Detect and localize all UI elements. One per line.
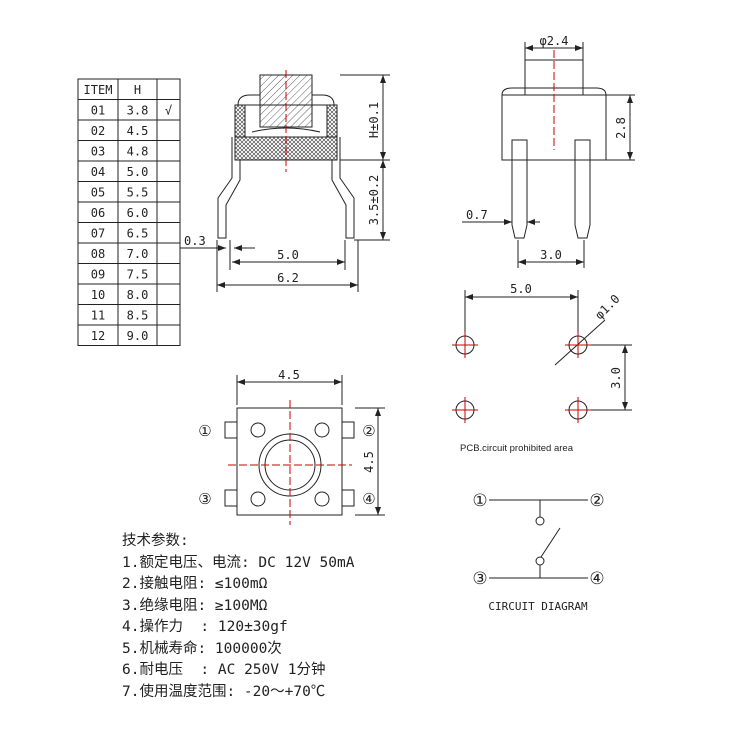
table-cell-border bbox=[156, 119, 181, 141]
table-cell: 11 bbox=[91, 309, 105, 323]
circuit-pin-2: ② bbox=[589, 491, 604, 511]
dim-bottom-height: 4.5 bbox=[362, 451, 376, 473]
dim-pitch: 5.0 bbox=[277, 248, 299, 262]
table-cell: 3.8 bbox=[127, 104, 149, 118]
table-cell: 12 bbox=[91, 329, 105, 343]
table-cell: 09 bbox=[91, 268, 105, 282]
table-row: 01 3.8 √ bbox=[77, 99, 181, 121]
dim-lead-thickness: 0.3 bbox=[184, 234, 206, 248]
dim-width: 6.2 bbox=[277, 271, 299, 285]
table-cell: √ bbox=[165, 104, 172, 118]
table-cell: 7.5 bbox=[127, 268, 149, 282]
table-cell: 04 bbox=[91, 165, 105, 179]
table-cell: 8.0 bbox=[127, 288, 149, 302]
pcb-note: PCB.circuit prohibited area bbox=[460, 443, 573, 454]
table-cell-border bbox=[156, 201, 181, 223]
circuit-pin-1: ① bbox=[472, 491, 487, 511]
table-cell-border bbox=[156, 283, 181, 305]
spec-life: 5.机械寿命: 100000次 bbox=[122, 640, 282, 657]
specs-title: 技术参数: bbox=[122, 533, 189, 549]
circuit-pin-4: ④ bbox=[589, 569, 604, 589]
table-cell-border bbox=[156, 181, 181, 203]
spec-insulation-resistance: 3.绝缘电阻: ≥100MΩ bbox=[122, 597, 268, 614]
bottom-view bbox=[224, 375, 385, 525]
table-cell-border bbox=[156, 160, 181, 182]
table-cell-border bbox=[156, 222, 181, 244]
table-cell-border bbox=[156, 263, 181, 285]
table-cell: 4.8 bbox=[127, 145, 149, 159]
dim-hole: φ1.0 bbox=[592, 292, 622, 322]
dim-pcb-x: 5.0 bbox=[510, 282, 532, 296]
table-cell-border bbox=[156, 78, 181, 100]
pin-2-label: ② bbox=[362, 422, 375, 440]
table-cell: 06 bbox=[91, 206, 105, 220]
dim-lead-length: 3.5±0.2 bbox=[367, 175, 381, 226]
table-cell-border bbox=[156, 140, 181, 162]
table-cell: 10 bbox=[91, 288, 105, 302]
dim-lead-width: 0.7 bbox=[466, 208, 488, 222]
spec-withstand-voltage: 6.耐电压 : AC 250V 1分钟 bbox=[122, 662, 326, 678]
circuit-label: CIRCUIT DIAGRAM bbox=[488, 600, 588, 613]
table-cell: 08 bbox=[91, 247, 105, 261]
technical-specs: 技术参数: 1.额定电压、电流: DC 12V 50mA 2.接触电阻: ≤10… bbox=[122, 531, 354, 703]
table-cell: 5.0 bbox=[127, 165, 149, 179]
table-cell: 8.5 bbox=[127, 309, 149, 323]
table-cell: 9.0 bbox=[127, 329, 149, 343]
pin-1-label: ① bbox=[198, 422, 211, 440]
table-header-cell: H bbox=[134, 83, 141, 97]
dim-body-height: 2.8 bbox=[614, 117, 628, 139]
table-cell-border bbox=[156, 324, 181, 346]
pin-3-label: ③ bbox=[198, 490, 211, 508]
table-cell: 4.5 bbox=[127, 124, 149, 138]
table-cell: 7.0 bbox=[127, 247, 149, 261]
dim-pcb-y: 3.0 bbox=[609, 367, 623, 389]
dim-bottom-width: 4.5 bbox=[278, 368, 300, 382]
table-cell: 6.5 bbox=[127, 227, 149, 241]
table-cell-border bbox=[156, 242, 181, 264]
circuit-diagram bbox=[489, 499, 588, 579]
spec-temperature: 7.使用温度范围: -20～+70℃ bbox=[122, 683, 326, 700]
table-cell: 02 bbox=[91, 124, 105, 138]
table-cell: 07 bbox=[91, 227, 105, 241]
spec-operating-force: 4.操作力 : 120±30gf bbox=[122, 619, 288, 635]
table-cell: 6.0 bbox=[127, 206, 149, 220]
dim-h: H±0.1 bbox=[367, 102, 381, 138]
side-view bbox=[180, 70, 390, 292]
table-header: ITEM H bbox=[77, 78, 181, 100]
front-view bbox=[462, 42, 635, 268]
table-cell: 03 bbox=[91, 145, 105, 159]
pcb-layout bbox=[452, 290, 632, 423]
table-cell: 05 bbox=[91, 186, 105, 200]
dim-plunger: φ2.4 bbox=[540, 34, 569, 48]
table-cell: 01 bbox=[91, 104, 105, 118]
table-cell-border bbox=[156, 304, 181, 326]
circuit-pin-3: ③ bbox=[472, 569, 487, 589]
spec-contact-resistance: 2.接触电阻: ≤100mΩ bbox=[122, 576, 268, 592]
pin-4-label: ④ bbox=[362, 490, 375, 508]
dim-front-pitch: 3.0 bbox=[540, 248, 562, 262]
spec-rated: 1.额定电压、电流: DC 12V 50mA bbox=[122, 554, 355, 571]
table-header-cell: ITEM bbox=[84, 83, 113, 97]
table-cell: 5.5 bbox=[127, 186, 149, 200]
